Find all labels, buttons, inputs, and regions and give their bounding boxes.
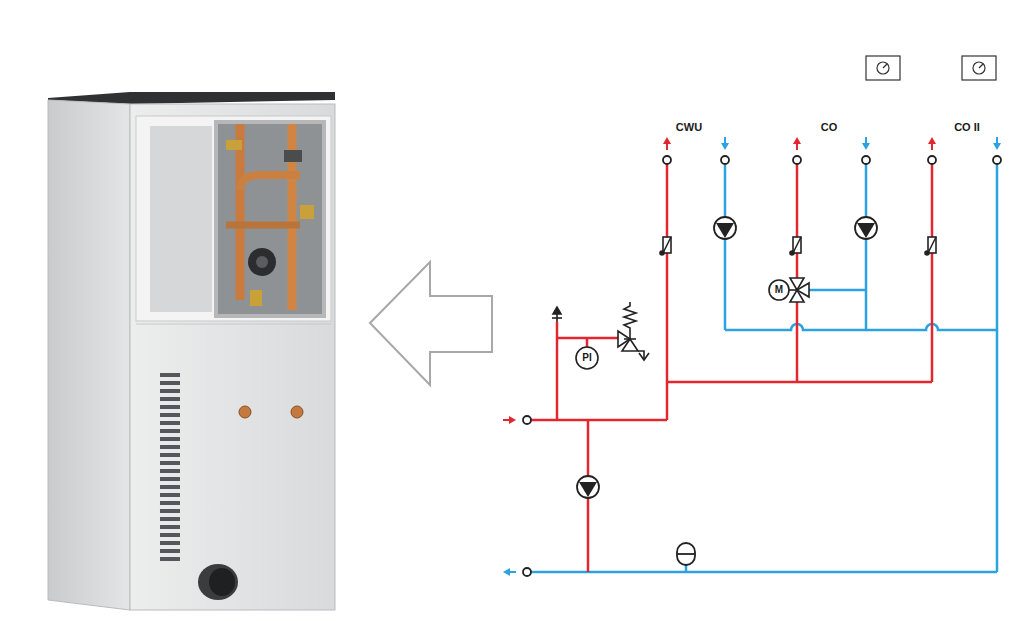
- air-vent: [552, 307, 562, 322]
- expansion-vessel: [677, 543, 695, 572]
- circuit-label: CO II: [954, 121, 980, 133]
- safety-valve: [618, 302, 649, 360]
- circuit-label: CO: [821, 121, 838, 133]
- circulation-pump: [577, 217, 877, 498]
- room-thermostat: [866, 56, 996, 80]
- check-valve: [660, 237, 936, 255]
- flow-arrows: [503, 137, 1001, 576]
- valve-actuator: M: [768, 279, 790, 301]
- boiler-cabinet: [48, 92, 335, 610]
- circuit-label: CWU: [676, 121, 702, 133]
- supply-pipes: [531, 164, 932, 572]
- mixing-valve: [788, 278, 809, 302]
- symbol-letter: PI: [582, 353, 591, 363]
- return-pipes: [531, 164, 997, 572]
- direction-arrow: [370, 262, 492, 385]
- pipe-connection: [523, 156, 1001, 576]
- symbol-letter: M: [775, 285, 783, 295]
- pressure-gauge: PI: [575, 346, 599, 370]
